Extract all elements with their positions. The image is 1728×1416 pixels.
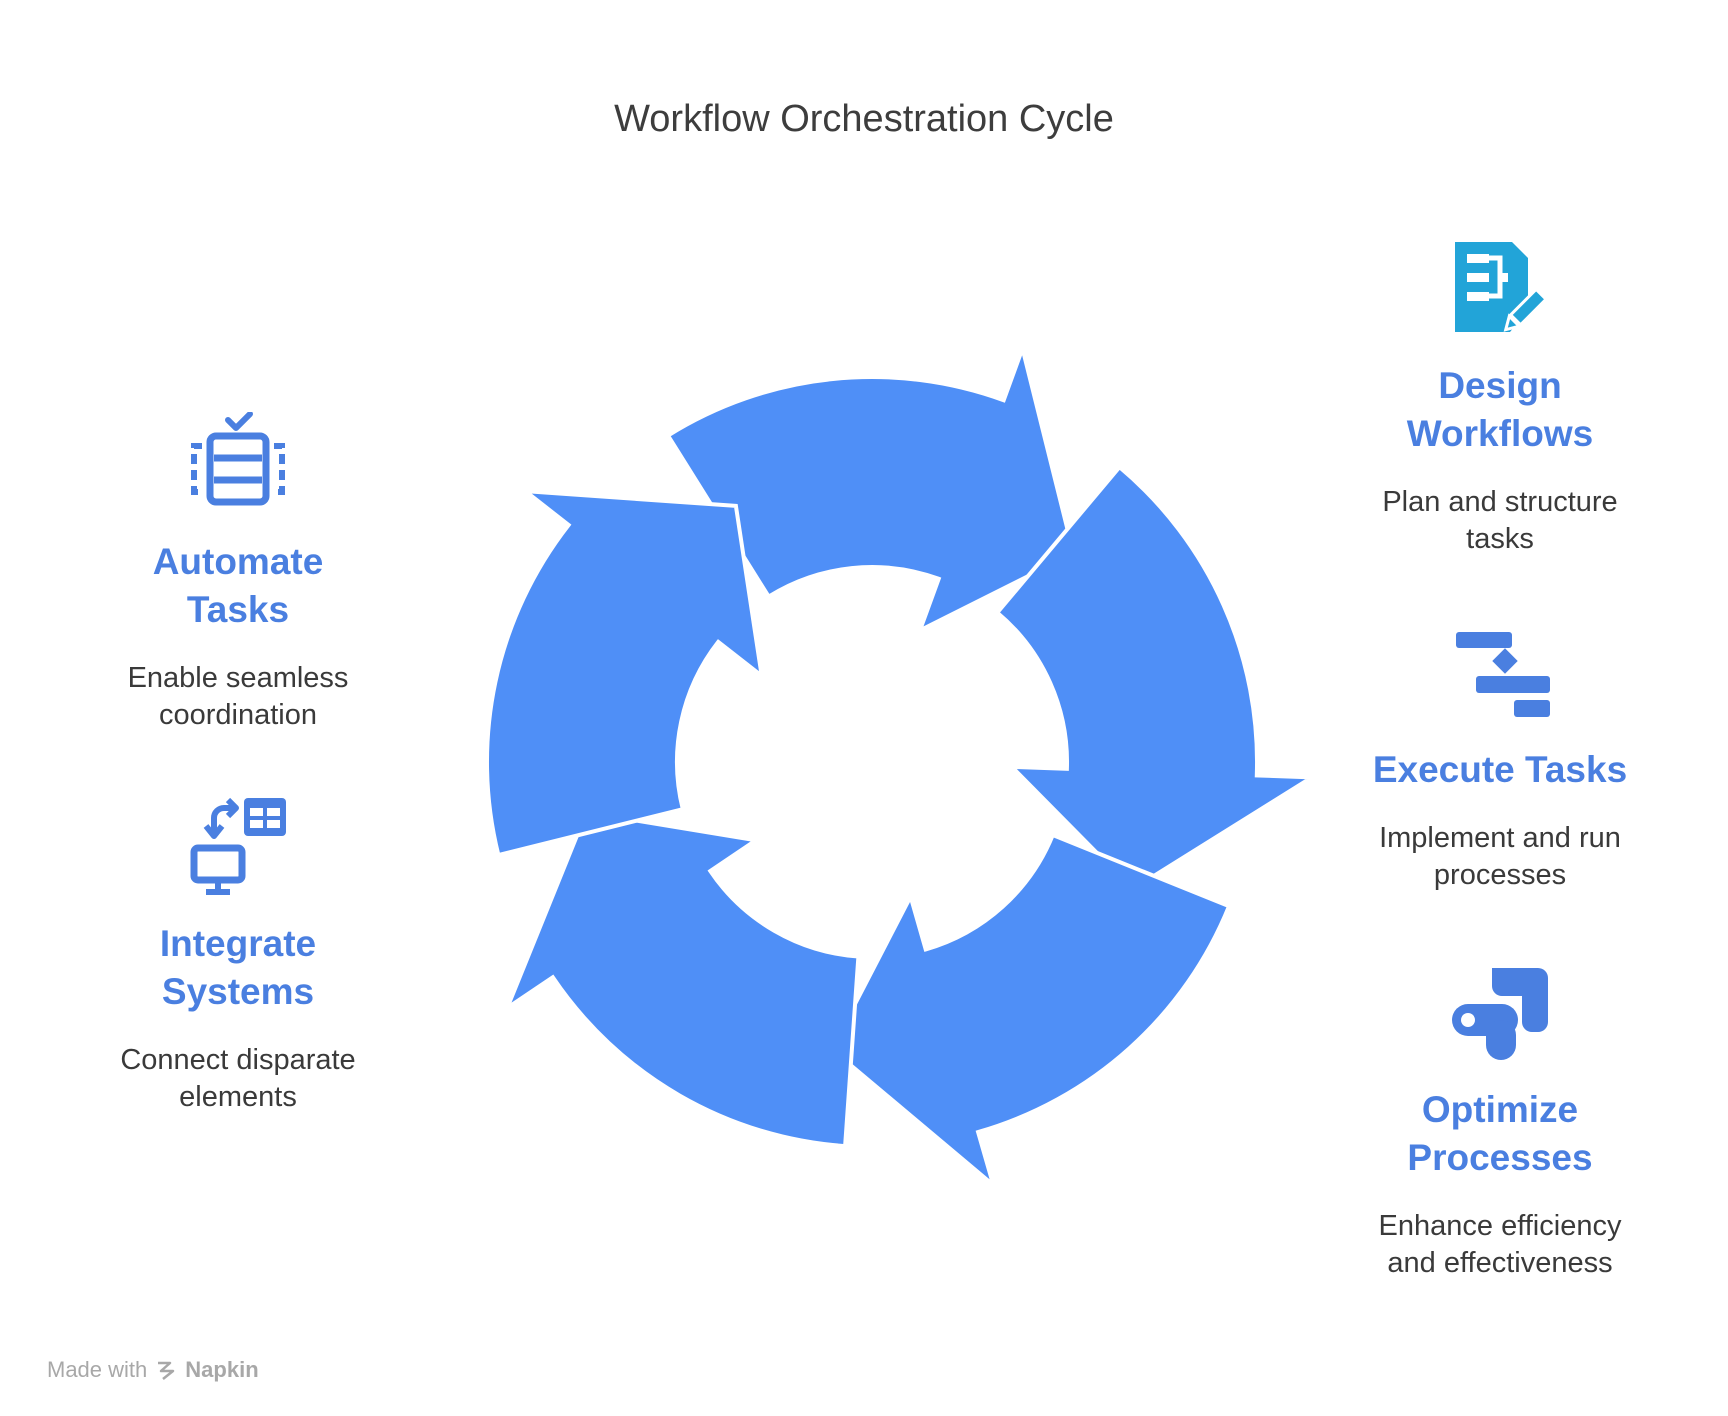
design-workflows-title-2: Workflows — [1406, 413, 1594, 454]
optimize-processes-desc-2: and effectiveness — [1387, 1247, 1613, 1279]
arrow-integrate — [502, 810, 861, 1149]
automate-tasks-title-1: Automate — [152, 541, 324, 582]
watermark: Made with Napkin — [47, 1357, 259, 1383]
execute-tasks-desc-1: Implement and run — [1379, 822, 1621, 854]
optimize-processes-title-1: Optimize — [1421, 1089, 1579, 1130]
pipeline-icon — [1452, 968, 1548, 1060]
arrow-automate — [484, 488, 765, 858]
watermark-brand: Napkin — [185, 1357, 259, 1382]
gantt-bars-icon — [1456, 632, 1550, 717]
step-optimize-processes: Optimize Processes Enhance efficiency an… — [1330, 966, 1670, 1282]
step-execute-tasks: Execute Tasks Implement and run processe… — [1330, 630, 1670, 894]
workflow-document-pencil-icon — [1455, 242, 1549, 332]
automate-tasks-title-2: Tasks — [186, 589, 290, 630]
automate-tasks-desc-2: coordination — [159, 699, 317, 731]
integrate-systems-desc-2: elements — [179, 1081, 297, 1113]
cycle-arrows — [484, 341, 1319, 1191]
step-integrate-systems: Integrate Systems Connect disparate elem… — [68, 796, 408, 1116]
watermark-prefix: Made with — [47, 1357, 148, 1382]
integrate-systems-title-2: Systems — [161, 971, 315, 1012]
arrow-design — [665, 341, 1076, 635]
step-automate-tasks: Automate Tasks Enable seamless coordinat… — [68, 412, 408, 734]
integrate-systems-desc-1: Connect disparate — [120, 1044, 356, 1076]
execute-tasks-title: Execute Tasks — [1372, 749, 1628, 790]
arrow-optimize — [829, 832, 1232, 1191]
design-workflows-title-1: Design — [1438, 365, 1562, 406]
optimize-processes-title-2: Processes — [1407, 1137, 1593, 1178]
optimize-processes-desc-1: Enhance efficiency — [1378, 1210, 1622, 1242]
diagram-title: Workflow Orchestration Cycle — [614, 98, 1114, 140]
integrate-systems-title-1: Integrate — [159, 923, 317, 964]
design-workflows-desc-1: Plan and structure — [1382, 486, 1618, 518]
step-design-workflows: Design Workflows Plan and structure task… — [1330, 240, 1670, 558]
napkin-logo-icon — [158, 1361, 175, 1380]
monitor-table-sync-icon — [190, 797, 286, 895]
arrow-execute — [994, 464, 1319, 892]
automate-tasks-desc-1: Enable seamless — [127, 662, 349, 694]
execute-tasks-desc-2: processes — [1433, 859, 1567, 891]
checklist-server-icon — [191, 412, 285, 506]
design-workflows-desc-2: tasks — [1466, 523, 1534, 555]
